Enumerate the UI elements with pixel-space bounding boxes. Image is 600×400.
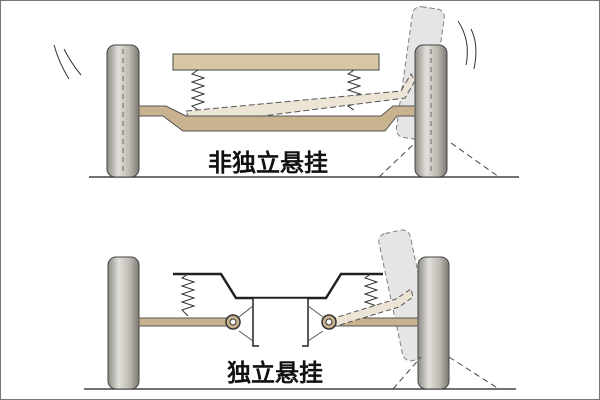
- camber-dashed-lines: [392, 356, 500, 390]
- camber-dashed-lines: [378, 142, 500, 178]
- independent-suspension-diagram: [84, 229, 516, 390]
- independent-suspension-label: 独立悬挂: [227, 359, 323, 387]
- body-frame: [172, 53, 380, 71]
- left-spring: [190, 69, 206, 111]
- left-spring: [180, 273, 196, 317]
- left-wheel: [107, 256, 140, 390]
- dependent-suspension-diagram: [53, 6, 519, 178]
- left-control-arm: [138, 317, 234, 327]
- right-wheel: [417, 256, 450, 390]
- motion-lines-icon: [53, 20, 477, 80]
- dependent-suspension-label: 非独立悬挂: [208, 149, 328, 177]
- rigid-axle: [138, 105, 416, 132]
- subframe-box: [252, 297, 309, 347]
- body-frame: [173, 272, 383, 300]
